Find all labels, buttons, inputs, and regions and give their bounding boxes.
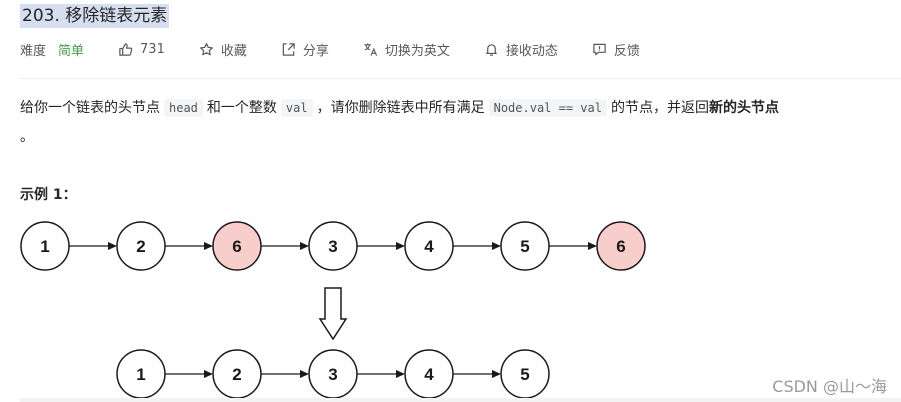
thumbs-up-icon (119, 42, 133, 56)
code-condition: Node.val == val (488, 99, 607, 117)
link-arrowhead (492, 370, 501, 378)
notify-label: 接收动态 (505, 43, 558, 59)
input-list-node-label: 4 (424, 237, 434, 256)
translate-icon (364, 42, 378, 56)
link-arrowhead (300, 242, 309, 250)
output-list-node-label: 2 (232, 365, 241, 384)
meta-bar: 难度 简单 731 收藏 分享 切换为英文 接收动态 反馈 (20, 38, 674, 60)
link-arrowhead (396, 242, 405, 250)
star-icon (199, 42, 213, 55)
desc-text-3: ，请你删除链表中所有满足 (316, 100, 485, 116)
translate-label: 切换为英文 (384, 43, 450, 59)
input-list-node-label: 6 (232, 237, 241, 256)
desc-line-2: 。 (20, 129, 34, 145)
share-button[interactable]: 分享 (281, 40, 329, 59)
translate-button[interactable]: 切换为英文 (363, 40, 450, 59)
link-arrowhead (300, 370, 309, 378)
difficulty-badge: 简单 (58, 43, 85, 59)
like-button[interactable]: 731 (118, 42, 165, 57)
problem-title: 203. 移除链表元素 (20, 4, 170, 28)
link-arrowhead (396, 370, 405, 378)
link-arrowhead (204, 370, 213, 378)
feedback-button[interactable]: 反馈 (592, 40, 640, 59)
link-arrowhead (108, 242, 117, 250)
difficulty-label: 难度 (20, 43, 47, 59)
output-list-node-label: 1 (136, 365, 145, 384)
share-icon (282, 42, 295, 56)
desc-bold-new-head: 新的头节点 (708, 100, 779, 116)
feedback-icon (593, 43, 606, 55)
divider (20, 78, 901, 79)
input-list-node-label: 6 (616, 237, 625, 256)
favorite-button[interactable]: 收藏 (199, 40, 247, 59)
output-list-node-label: 5 (520, 365, 529, 384)
feedback-label: 反馈 (613, 43, 640, 59)
watermark: CSDN @山～海 (772, 377, 887, 396)
link-arrowhead (588, 242, 597, 250)
output-list-node-label: 3 (328, 365, 337, 384)
bell-icon (486, 43, 497, 56)
bottom-strip (20, 398, 901, 402)
input-list-node-label: 2 (136, 237, 145, 256)
desc-text-2: 和一个整数 (206, 100, 277, 116)
down-arrow-icon (318, 287, 348, 341)
like-count: 731 (140, 41, 165, 57)
output-list-node-label: 4 (424, 365, 434, 384)
code-head: head (164, 99, 203, 117)
input-list-node (596, 221, 646, 271)
link-arrowhead (492, 242, 501, 250)
share-label: 分享 (302, 43, 329, 59)
desc-text-1: 给你一个链表的头节点 (20, 100, 160, 116)
code-val: val (280, 99, 313, 117)
example-title: 示例 1： (20, 187, 77, 203)
desc-text-4: 的节点，并返回 (610, 100, 709, 116)
favorite-label: 收藏 (220, 43, 247, 59)
link-arrowhead (204, 242, 213, 250)
input-list-node-label: 5 (520, 237, 529, 256)
input-list-node-label: 1 (40, 237, 49, 256)
input-list-node-label: 3 (328, 237, 337, 256)
notify-button[interactable]: 接收动态 (484, 40, 558, 59)
